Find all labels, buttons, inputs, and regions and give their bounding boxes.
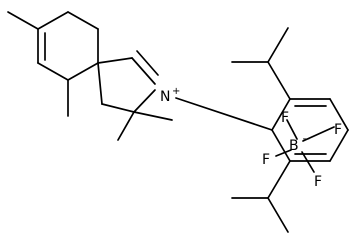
- methyl-bond: [7, 11, 39, 30]
- boron-charge: −: [302, 134, 310, 145]
- boron-atom-label: B: [289, 138, 299, 154]
- b-f-bond: [275, 149, 292, 157]
- pyrroline-ring: [97, 50, 173, 141]
- fluorine-atom-label: F: [334, 122, 342, 138]
- bond: [101, 103, 135, 113]
- bond: [267, 61, 291, 100]
- isopropyl-bottom: [231, 160, 291, 233]
- bond: [67, 62, 99, 81]
- n-aryl-bond: [175, 97, 273, 131]
- bond: [329, 98, 349, 131]
- nitrogen-atom-label: N: [160, 89, 170, 105]
- bond: [271, 129, 291, 162]
- b-f-bond: [301, 151, 315, 173]
- b-f-bond: [302, 126, 335, 142]
- bond: [271, 98, 291, 131]
- bond: [37, 62, 69, 81]
- boron-label-background: [289, 136, 303, 153]
- bond: [97, 62, 103, 105]
- tetrafluoroborate-anion: B − F F F F: [262, 110, 342, 190]
- bond: [67, 11, 99, 30]
- bond: [133, 89, 156, 113]
- bond: [329, 129, 349, 162]
- cyclohexene-ring: [7, 11, 99, 117]
- isopropyl-top: [231, 27, 291, 100]
- bond: [37, 11, 69, 30]
- fluorine-atom-label: F: [314, 174, 322, 190]
- bond: [267, 160, 291, 199]
- aryl-ring: [271, 98, 349, 162]
- methyl-bond: [117, 111, 135, 141]
- b-f-bond: [286, 119, 298, 140]
- fluorine-atom-label: F: [281, 110, 289, 126]
- bond: [97, 57, 133, 64]
- nitrogen-charge: +: [172, 86, 180, 97]
- bond-double: [136, 50, 159, 76]
- bond: [131, 57, 156, 85]
- bond: [267, 197, 289, 233]
- methyl-bond: [133, 111, 173, 121]
- fluorine-atom-label: F: [262, 152, 270, 168]
- bond: [267, 27, 289, 63]
